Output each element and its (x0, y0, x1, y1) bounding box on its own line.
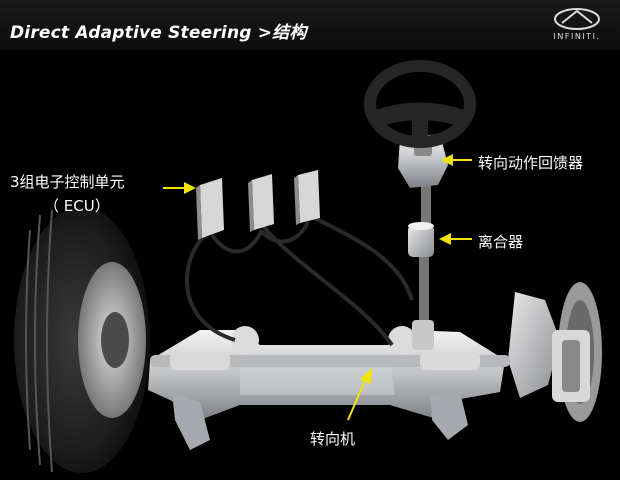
ecu-unit-2 (248, 174, 274, 232)
feedback-arrow (441, 154, 472, 166)
subframe (148, 326, 505, 450)
infiniti-logo: INFINITI. (545, 6, 609, 44)
feedback-label: 转向动作回馈器 (478, 154, 584, 172)
steering-column (412, 175, 434, 350)
clutch-label: 离合器 (478, 233, 524, 251)
steering-gear-label: 转向机 (310, 430, 356, 448)
ecu-label-abbrev: （ ECU） (44, 197, 110, 215)
infiniti-emblem-icon (554, 8, 600, 30)
logo-wordmark: INFINITI. (553, 32, 601, 41)
title-bar: Direct Adaptive Steering >结构 INFINITI. (0, 0, 620, 50)
page-title: Direct Adaptive Steering >结构 (10, 23, 307, 43)
clutch-arrow (439, 233, 472, 245)
ecu-label: 3组电子控制单元 (10, 173, 125, 191)
clutch-unit (408, 222, 434, 257)
ecu-cables (185, 213, 414, 347)
ecu-arrow (163, 182, 196, 194)
ecu-units (196, 170, 320, 240)
ecu-unit-1 (196, 178, 224, 240)
right-brake-assembly (508, 282, 602, 422)
ecu-unit-3 (294, 170, 320, 225)
steering-gear-arrow (347, 368, 372, 421)
steering-wheel (364, 60, 476, 148)
callout-arrows (163, 154, 472, 421)
steering-rack (150, 352, 510, 370)
left-wheel (14, 207, 150, 473)
